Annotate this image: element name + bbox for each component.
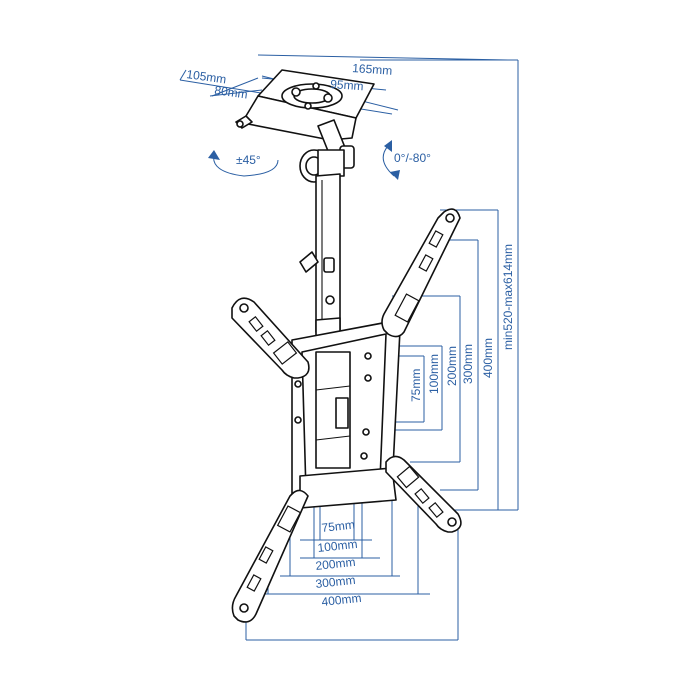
vertical-300-label: 300mm — [461, 344, 475, 384]
vertical-100-label: 100mm — [427, 354, 441, 394]
mount-depth-label: 105mm — [186, 67, 228, 86]
horizontal-300-label: 300mm — [315, 573, 356, 591]
tilt-arrow-icon — [382, 140, 400, 180]
vertical-75-label: 75mm — [409, 369, 423, 402]
vesa-arm-lower-right — [385, 455, 462, 533]
horizontal-200-label: 200mm — [315, 555, 356, 573]
vesa-arm-upper-right — [381, 208, 461, 338]
tilt-label: 0°/-80° — [394, 151, 431, 165]
swivel-label: ±45° — [236, 153, 261, 167]
telescopic-pole — [299, 173, 341, 343]
mount-width-label: 165mm — [352, 61, 393, 78]
height-range-label: min520-max614mm — [501, 244, 515, 350]
vertical-200-label: 200mm — [445, 346, 459, 386]
vesa-arm-upper-left — [231, 297, 310, 379]
horizontal-75-label: 75mm — [321, 518, 356, 535]
inner-depth-label: 80mm — [214, 83, 249, 102]
swivel-arrow-icon — [208, 150, 279, 177]
horizontal-100-label: 100mm — [317, 537, 358, 555]
horizontal-400-label: 400mm — [321, 591, 362, 609]
inner-width-label: 95mm — [330, 77, 364, 93]
vesa-arm-lower-left — [231, 489, 309, 623]
swivel-joint — [299, 119, 355, 183]
vertical-400-label: 400mm — [481, 338, 495, 378]
adapter-plate — [291, 321, 401, 509]
dimension-lines — [179, 54, 519, 641]
